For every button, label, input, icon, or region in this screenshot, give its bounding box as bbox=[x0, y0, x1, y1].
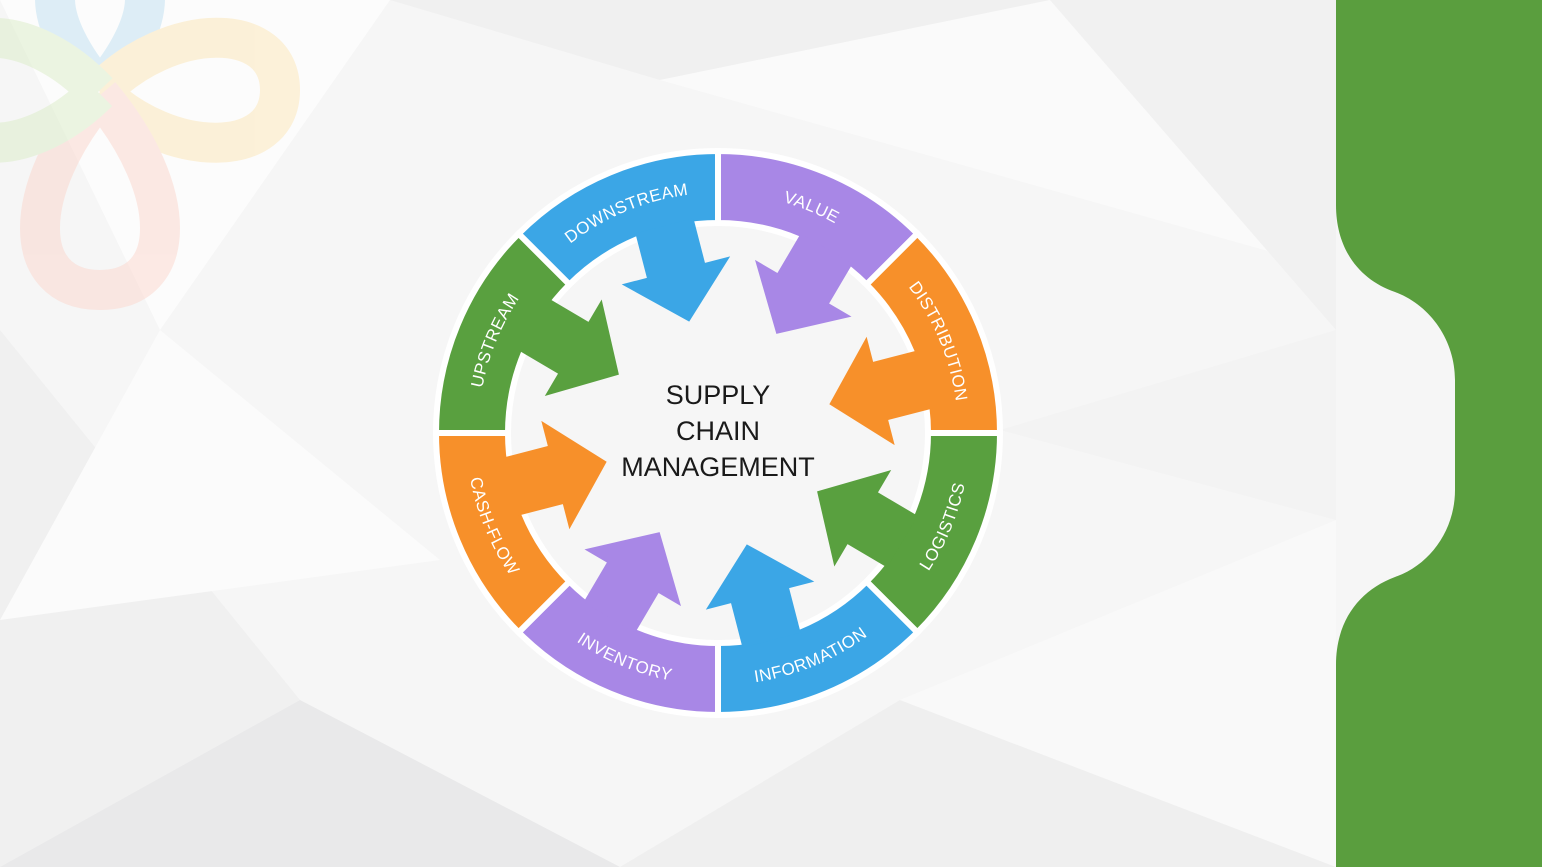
center-title-line-3: MANAGEMENT bbox=[621, 452, 815, 482]
background-triangles bbox=[0, 700, 620, 867]
arrow-icon bbox=[755, 233, 853, 334]
segment-downstream: DOWNSTREAM bbox=[514, 147, 731, 322]
segment-value: VALUE bbox=[715, 147, 922, 334]
arrow-icon bbox=[503, 420, 607, 530]
arrow-icon bbox=[829, 336, 933, 446]
arrow-icon bbox=[705, 544, 815, 648]
green-side-panel bbox=[1336, 0, 1542, 867]
logo-watermark bbox=[0, 0, 301, 311]
center-title-line-1: SUPPLY bbox=[666, 380, 771, 410]
segment-logistics: LOGISTICS bbox=[817, 430, 1004, 637]
segment-cash-flow: CASH-FLOW bbox=[432, 420, 607, 637]
center-title-line-2: CHAIN bbox=[676, 416, 760, 446]
arrow-icon bbox=[518, 298, 619, 396]
arrow-icon bbox=[583, 532, 681, 633]
segment-band bbox=[514, 147, 721, 289]
segment-information: INFORMATION bbox=[705, 544, 922, 719]
arrow-icon bbox=[621, 218, 731, 322]
arrow-icon bbox=[817, 470, 918, 568]
